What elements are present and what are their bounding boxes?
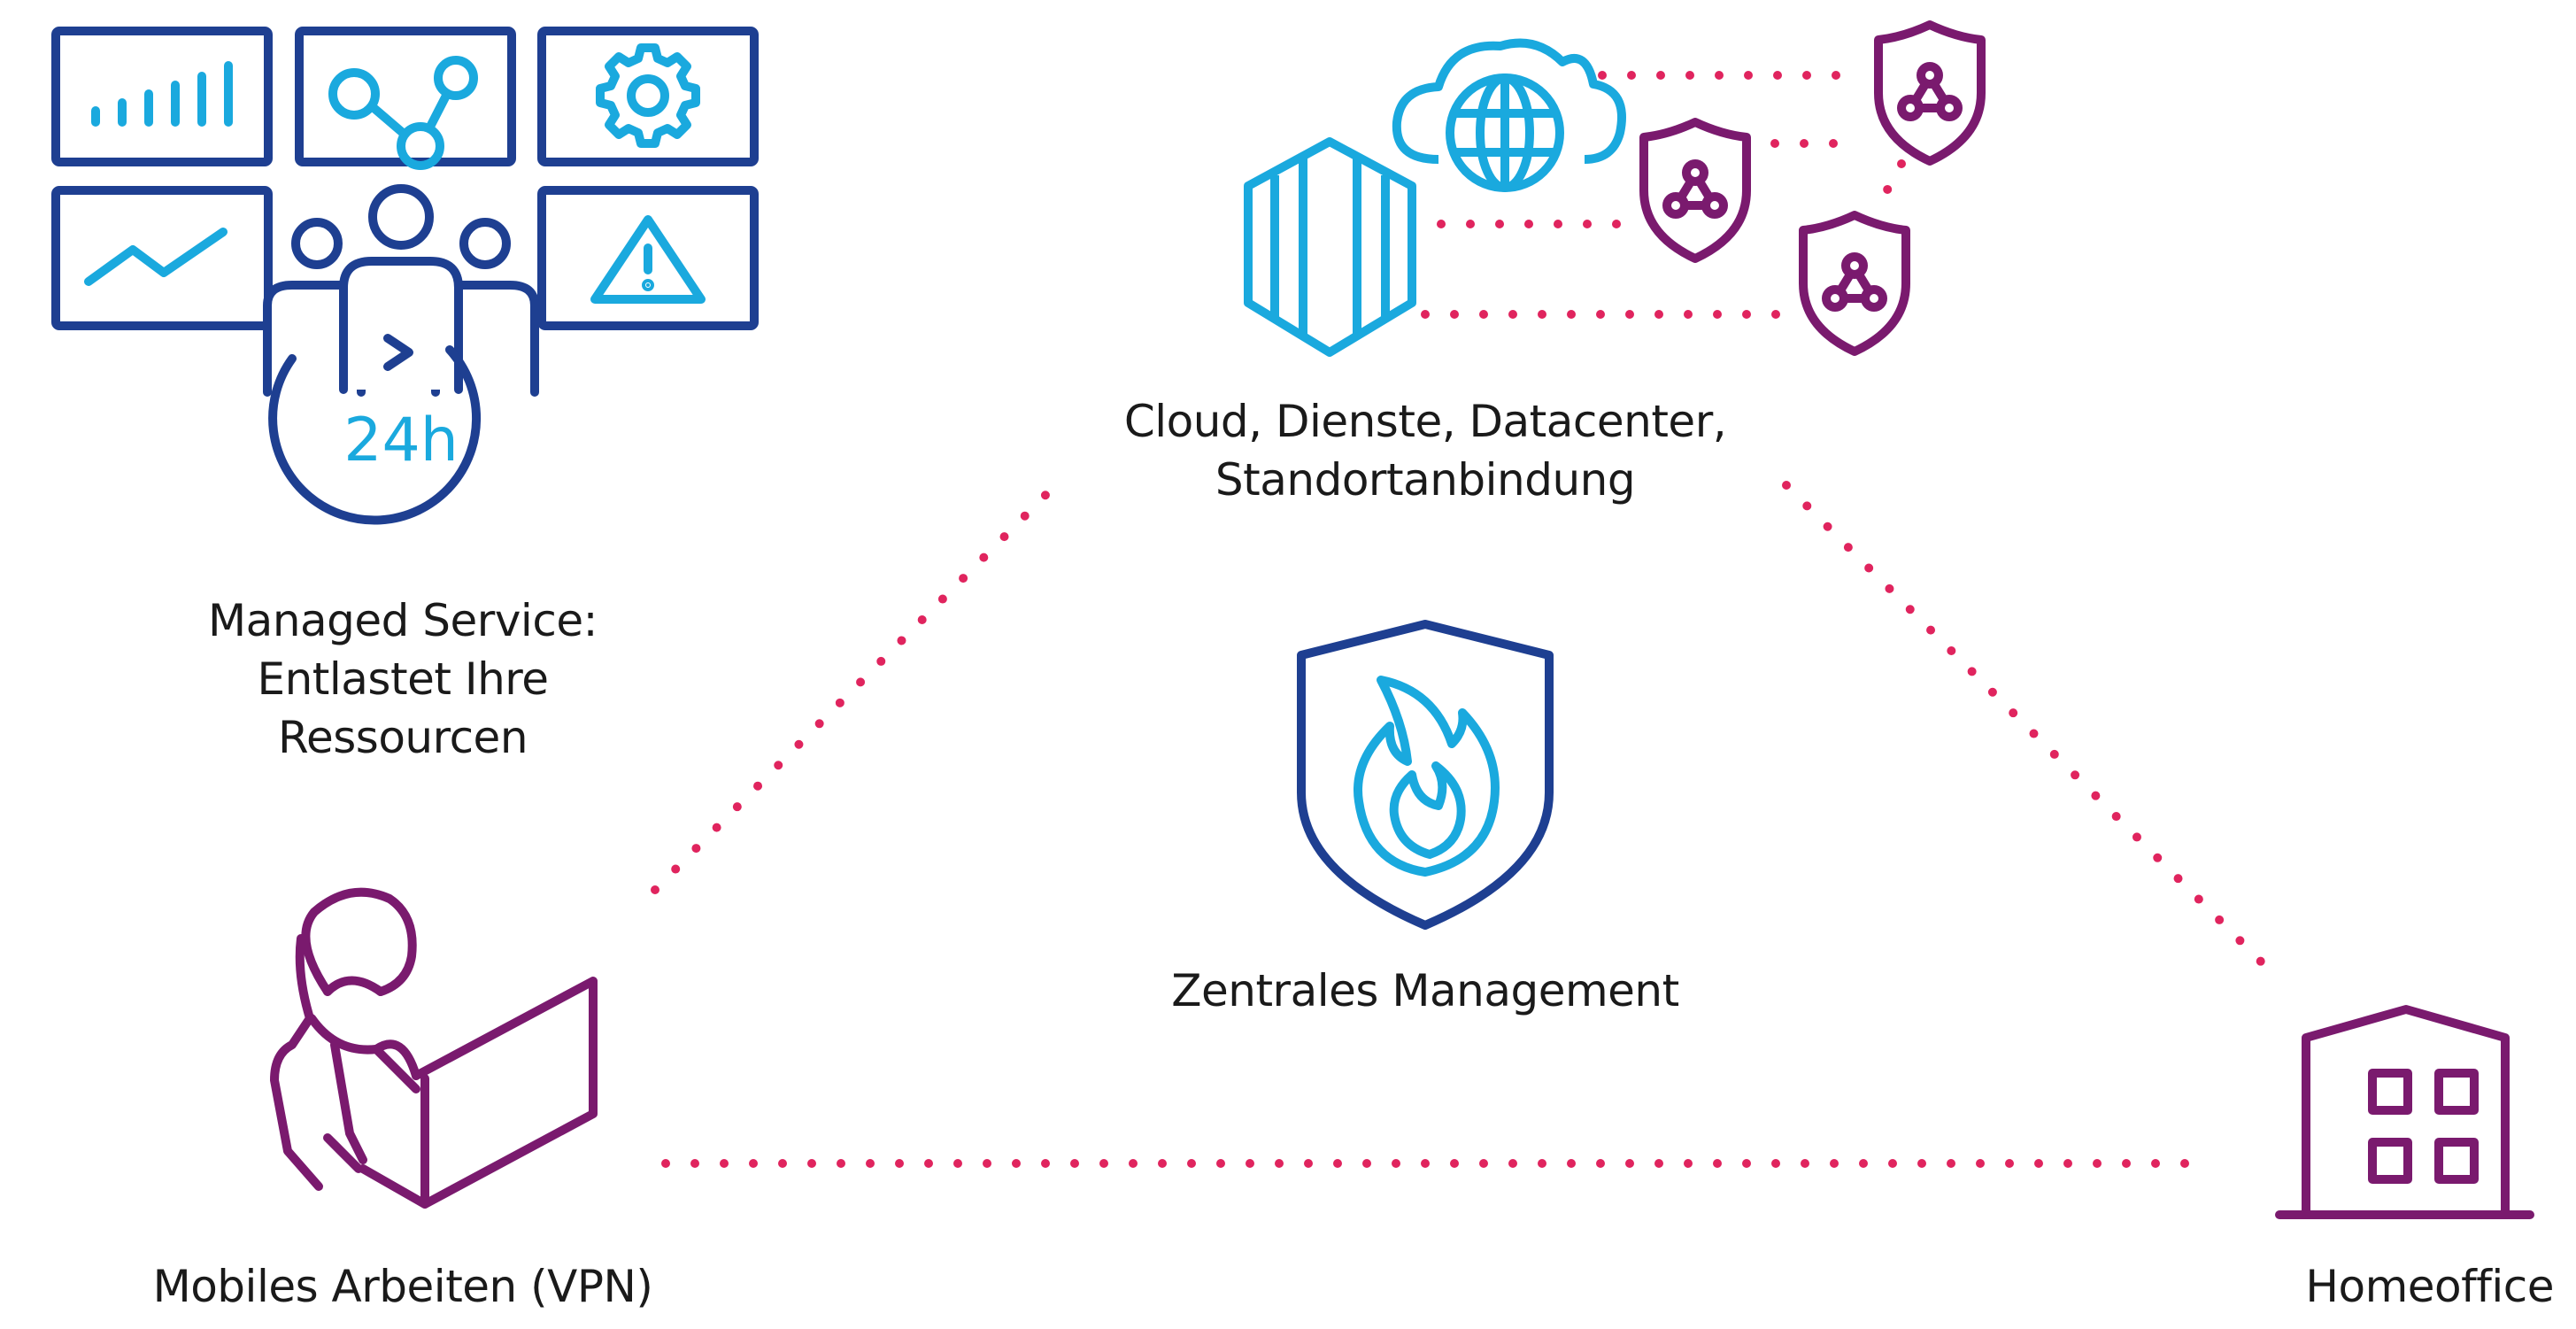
badge-24h: 24h — [343, 406, 459, 475]
building-icon — [2275, 1005, 2534, 1219]
datacenter-hexagon-icon — [1244, 137, 1416, 357]
cloud-globe-icon — [1392, 38, 1626, 192]
label-mobile-working: Mobiles Arbeiten (VPN) — [106, 1257, 699, 1316]
connector-mobile-cloud — [651, 478, 1062, 894]
label-managed-service: Managed Service: Entlastet Ihre Ressourc… — [159, 591, 646, 767]
label-mobile-working-line-1: Mobiles Arbeiten (VPN) — [152, 1261, 653, 1312]
person-laptop-icon — [270, 887, 598, 1209]
network-shield-icon — [1639, 20, 1986, 356]
label-managed-service-line-3: Ressourcen — [277, 712, 528, 763]
connector-shield-top-bottom — [1870, 159, 1906, 217]
label-homeoffice: Homeoffice — [2262, 1257, 2554, 1316]
label-cloud-line-1: Cloud, Dienste, Datacenter, — [1123, 396, 1727, 447]
dotted-connectors — [651, 71, 2271, 1168]
connector-cloud-homeoffice — [1782, 481, 2271, 971]
monitoring-center-24h-icon: 24h — [51, 27, 759, 525]
label-managed-service-line-2: Entlastet Ihre — [257, 653, 550, 705]
label-homeoffice-line-1: Homeoffice — [2305, 1261, 2554, 1312]
label-central-management: Zentrales Management — [1133, 962, 1717, 1020]
label-managed-service-line-1: Managed Service: — [208, 595, 598, 646]
label-cloud-line-2: Standortanbindung — [1215, 454, 1636, 506]
firewall-shield-icon — [1297, 620, 1554, 930]
label-central-management-line-1: Zentrales Management — [1171, 965, 1679, 1016]
label-cloud: Cloud, Dienste, Datacenter, Standortanbi… — [1098, 392, 1753, 509]
